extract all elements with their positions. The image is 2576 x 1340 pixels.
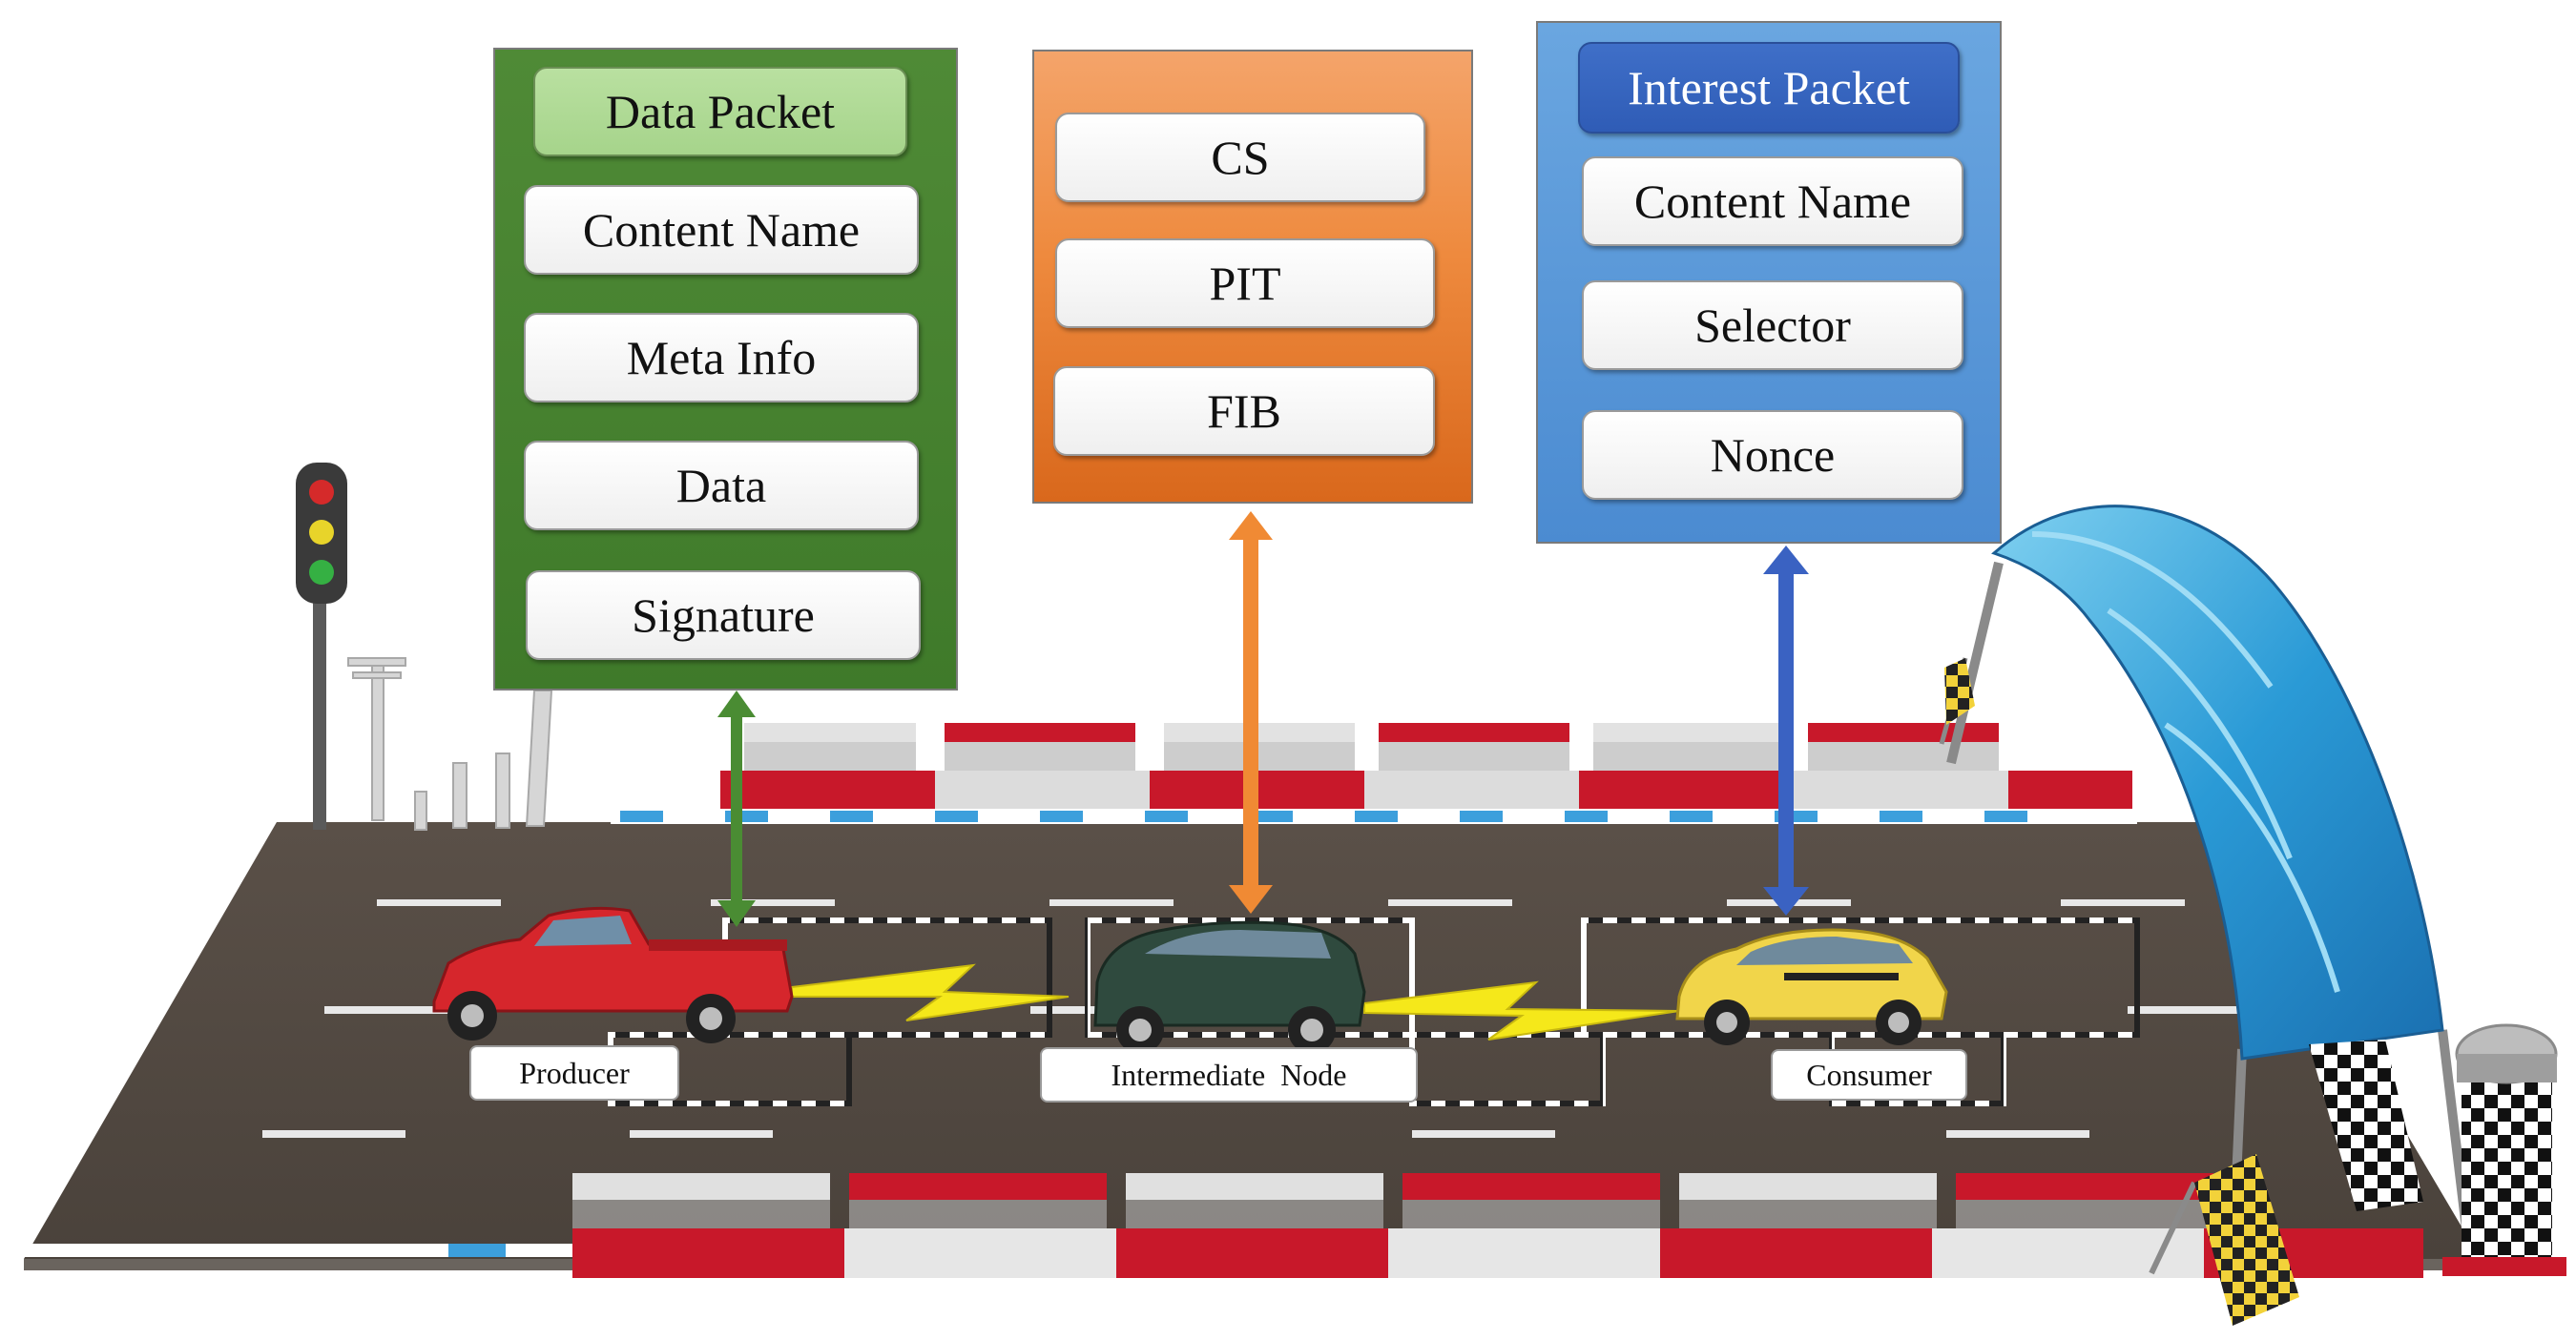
arrow-interest-packet	[1763, 546, 1809, 916]
intermediate-node-label: Intermediate Node	[1040, 1047, 1418, 1103]
node-tables-panel: CS PIT FIB	[1032, 50, 1473, 504]
back-barrier	[720, 723, 2132, 809]
data-packet-field-content-name: Content Name	[524, 185, 919, 275]
data-packet-title: Data Packet	[533, 67, 907, 156]
interest-packet-field-selector: Selector	[1582, 280, 1963, 370]
front-barrier	[572, 1173, 2423, 1278]
node-field-cs: CS	[1055, 113, 1425, 202]
interest-packet-field-nonce: Nonce	[1582, 410, 1963, 500]
data-packet-panel: Data Packet Content Name Meta Info Data …	[493, 48, 958, 691]
wireless-link-1	[791, 963, 1070, 1021]
checkered-flag	[2149, 1154, 2299, 1326]
wireless-link-2	[1363, 980, 1680, 1041]
finish-canopy	[1946, 505, 2476, 1269]
producer-truck	[432, 906, 794, 1043]
interest-packet-title: Interest Packet	[1578, 42, 1960, 134]
arrow-data-packet	[717, 691, 756, 927]
arrow-node	[1229, 511, 1273, 914]
data-packet-field-data: Data	[524, 441, 919, 530]
data-packet-field-signature: Signature	[526, 570, 921, 660]
producer-label: Producer	[469, 1045, 679, 1101]
interest-packet-field-content-name: Content Name	[1582, 156, 1963, 246]
traffic-light	[296, 463, 347, 830]
checkered-pillar	[2442, 1023, 2566, 1276]
curb-stripes	[24, 809, 2137, 1257]
consumer-label: Consumer	[1771, 1049, 1967, 1101]
data-packet-field-meta-info: Meta Info	[524, 313, 919, 402]
interest-packet-panel: Interest Packet Content Name Selector No…	[1536, 21, 2002, 544]
node-field-pit: PIT	[1055, 238, 1435, 328]
small-flag	[1939, 657, 1975, 745]
roadside-poles	[347, 657, 553, 831]
node-field-fib: FIB	[1053, 366, 1435, 456]
consumer-taxi	[1675, 928, 1948, 1045]
intermediate-car	[1093, 920, 1366, 1054]
